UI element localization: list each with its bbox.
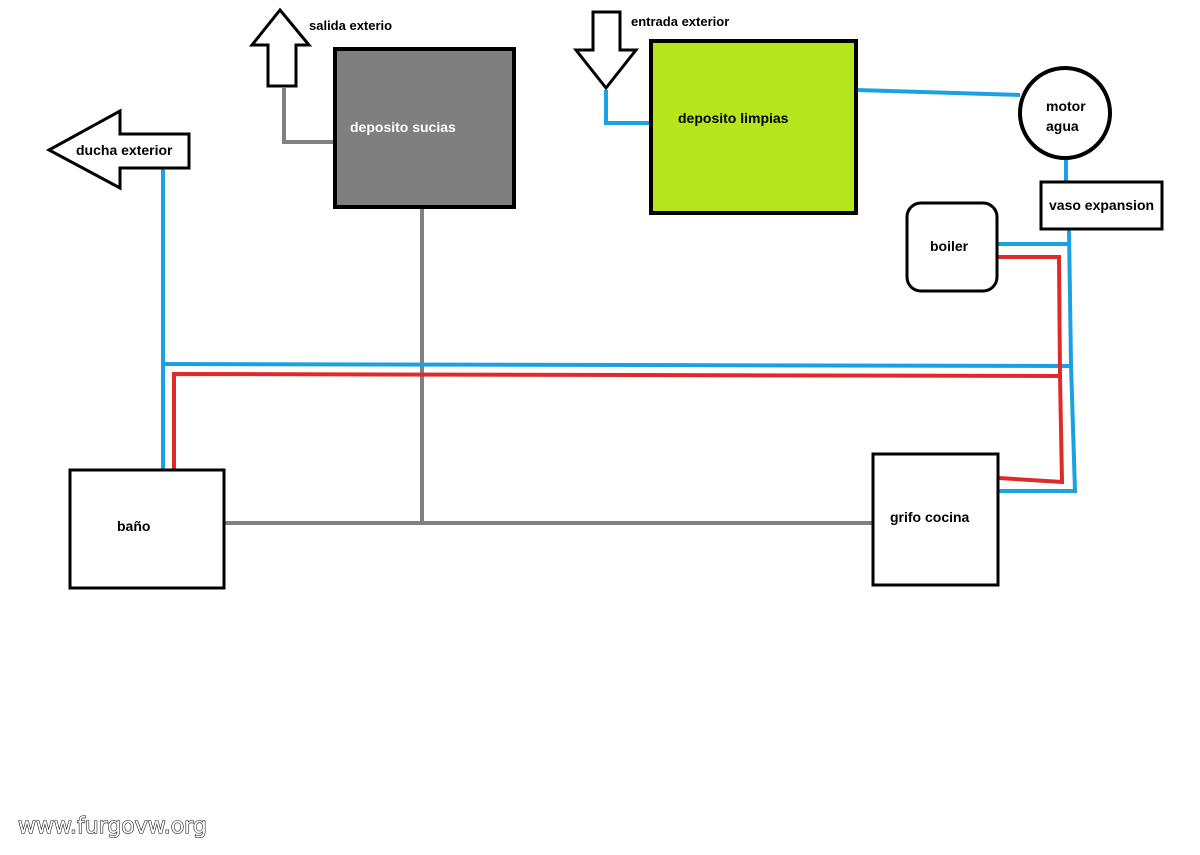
ducha-exterior-arrow [45,108,191,191]
hot-pipe-boiler-out [997,255,1062,377]
cold-pipe-main-horizontal [162,362,1072,368]
salida-exterior-arrow [248,7,313,88]
vaso-expansion-label: vaso expansion [1049,197,1154,213]
boiler-label: boiler [930,238,969,254]
bano-box [68,468,226,590]
grifo-cocina: grifo cocina [871,452,1000,587]
watermark: www.furgovw.org [18,814,207,839]
entrada-exterior-label: entrada exterior [631,14,729,29]
cold-water-pipes [161,88,1078,493]
hot-water-pipes [172,255,1065,485]
cold-pipe-main-riser [999,229,1078,493]
motor-agua: motor agua [1018,66,1112,160]
deposito-limpias-label: deposito limpias [678,110,789,126]
deposito-limpias: deposito limpias [649,39,858,215]
hot-pipe-main [172,371,1061,472]
deposito-sucias-box [333,47,516,209]
deposito-limpias-box [649,39,858,215]
deposito-sucias-label: deposito sucias [350,119,456,135]
waste-pipe-outlet [282,88,335,144]
motor-agua-label-line2: agua [1046,118,1079,134]
cold-pipe-tank-to-pump [855,88,1021,97]
entrada-exterior: entrada exterior [572,10,729,91]
bano-label: baño [117,518,150,534]
vaso-expansion: vaso expansion [1039,180,1164,231]
hot-pipe-kitchen [998,375,1065,485]
deposito-sucias: deposito sucias [333,47,516,209]
boiler: boiler [905,201,999,293]
bano: baño [68,468,226,590]
motor-agua-label-line1: motor [1046,98,1086,114]
ducha-exterior: ducha exterior [45,108,191,191]
entrada-exterior-arrow [572,10,640,91]
grifo-cocina-box [871,452,1000,587]
boiler-box [905,201,999,293]
vaso-expansion-box [1039,180,1164,231]
cold-pipe-inlet [604,90,651,125]
ducha-exterior-label: ducha exterior [76,142,173,158]
salida-exterior-label: salida exterio [309,18,392,33]
motor-agua-circle [1018,66,1112,160]
salida-exterior: salida exterio [248,7,392,88]
grifo-cocina-label: grifo cocina [890,509,970,525]
